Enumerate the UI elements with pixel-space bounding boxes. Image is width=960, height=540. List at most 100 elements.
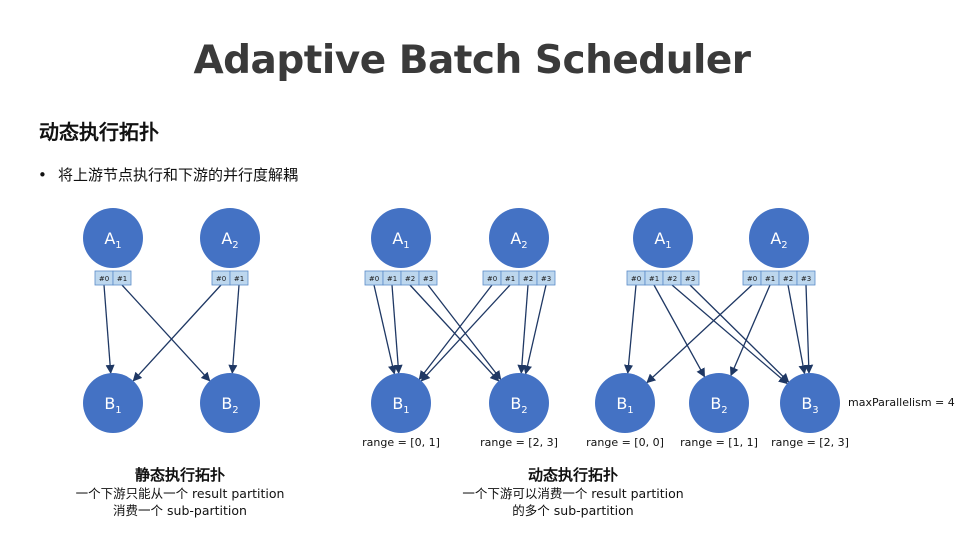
edge-arrow [517,284,529,374]
caption-line: 一个下游可以消费一个 result partition [462,486,684,501]
caption-line: 一个下游只能从一个 result partition [75,486,285,501]
page-title: Adaptive Batch Scheduler [193,38,751,83]
upstream-node-static-0-circle [83,208,143,268]
upstream-node-dynamic-2-1-circle [489,208,549,268]
partition-cell-label: #1 [505,275,515,283]
partition-cell-label: #0 [487,275,497,283]
caption-line: 的多个 sub-partition [512,503,634,518]
partition-cell-label: #0 [631,275,641,283]
range-label: range = [0, 1] [362,436,440,449]
partition-cell-label: #0 [369,275,379,283]
caption-dynamic: 动态执行拓扑 一个下游可以消费一个 result partition 的多个 s… [428,465,718,519]
downstream-node-static-1: B2 [200,373,260,433]
downstream-node-dynamic-3-0: B1 [595,373,655,433]
partition-cell-label: #2 [783,275,793,283]
partition-cell-label: #3 [801,275,811,283]
downstream-node-dynamic-2-1-circle [489,373,549,433]
downstream-node-dynamic-2-0-label: B1 [392,394,409,416]
partition-cell-label: #1 [649,275,659,283]
upstream-node-static-1: A2 [200,208,260,268]
caption-title: 动态执行拓扑 [527,466,618,484]
downstream-node-dynamic-3-1-circle [689,373,749,433]
partition-cell-label: #3 [541,275,551,283]
downstream-node-static-1-circle [200,373,260,433]
partition-cell-label: #1 [387,275,397,283]
edge-arrow [523,284,547,375]
downstream-node-dynamic-3-1-label: B2 [710,394,727,416]
caption-line: 消费一个 sub-partition [113,503,247,518]
partition-cell [796,270,816,286]
downstream-node-static-0-label: B1 [104,394,121,416]
edge-arrow [804,284,814,374]
bullet-text: 将上游节点执行和下游的并行度解耦 [58,166,299,184]
partition-cell-label: #0 [747,275,757,283]
range-label: range = [0, 0] [586,436,664,449]
downstream-node-dynamic-2-0-circle [371,373,431,433]
partition-cells: #0 #1 #2 #3 [742,270,816,286]
upstream-node-static-1-circle [200,208,260,268]
caption-static: 静态执行拓扑 一个下游只能从一个 result partition 消费一个 s… [40,465,320,519]
upstream-node-dynamic-2-0-circle [371,208,431,268]
partition-cell-label: #1 [765,275,775,283]
bullet-dot-icon: • [38,166,47,184]
edge-arrow [624,284,637,375]
edge-arrow [391,284,403,374]
upstream-node-dynamic-3-0-label: A1 [654,229,671,251]
partition-cells: #0#1 [94,270,132,286]
edge-arrow [228,284,240,374]
max-parallelism-note: maxParallelism = 4 [848,396,955,409]
edge-arrow [689,284,790,383]
edge-arrow [671,284,788,385]
downstream-node-dynamic-3-1: B2 [689,373,749,433]
downstream-node-dynamic-3-2-label: B3 [801,394,818,416]
downstream-node-dynamic-3-0-label: B1 [616,394,633,416]
partition-cell-label: #2 [405,275,415,283]
upstream-node-dynamic-3-0: A1 [633,208,693,268]
upstream-node-static-0: A1 [83,208,143,268]
edge-arrow [132,284,222,382]
downstream-node-dynamic-3-2: B3 [780,373,840,433]
edge-arrow [103,284,115,374]
edges-layer [103,284,814,385]
partition-cell [418,270,438,286]
upstream-node-dynamic-2-0: A1 [371,208,431,268]
partition-cell-label: #1 [234,275,244,283]
partition-cell-label: #0 [99,275,109,283]
edge-arrow [121,284,211,382]
upstream-node-dynamic-3-1: A2 [749,208,809,268]
partition-cell-label: #3 [685,275,695,283]
edge-arrow [653,284,706,378]
upstream-node-dynamic-2-1: A2 [489,208,549,268]
edge-arrow [373,284,397,375]
downstream-node-dynamic-3-2-circle [780,373,840,433]
downstream-node-dynamic-2-1-label: B2 [510,394,527,416]
partition-cell-label: #3 [423,275,433,283]
partition-cells: #0#1#2#3 [626,270,700,286]
upstream-node-dynamic-3-1-label: A2 [770,229,787,251]
range-label: range = [2, 3] [480,436,558,449]
upstream-node-dynamic-3-0-circle [633,208,693,268]
edge-arrow [418,284,493,380]
partition-cell-label: #0 [216,275,226,283]
upstream-node-dynamic-3-1-circle [749,208,809,268]
range-label: range = [1, 1] [680,436,758,449]
edge-arrow [646,284,753,384]
edge-arrow [787,284,808,375]
downstream-node-static-0: B1 [83,373,143,433]
partition-cell [112,270,132,286]
edge-arrow [729,284,771,377]
downstream-node-dynamic-2-1: B2 [489,373,549,433]
partition-cells: #0 #1 [211,270,249,286]
upstream-node-static-1-label: A2 [221,229,238,251]
downstream-node-dynamic-2-0: B1 [371,373,431,433]
bullet-item: • 将上游节点执行和下游的并行度解耦 [38,164,298,185]
partition-cells: #0 #1 #2 #3 [364,270,438,286]
downstream-node-dynamic-3-0-circle [595,373,655,433]
upstream-node-static-0-label: A1 [104,229,121,251]
downstream-node-static-1-label: B2 [221,394,238,416]
section-heading: 动态执行拓扑 [39,120,159,144]
range-label: range = [2, 3] [771,436,849,449]
upstream-node-dynamic-2-0-label: A1 [392,229,409,251]
edge-arrow [427,284,502,380]
